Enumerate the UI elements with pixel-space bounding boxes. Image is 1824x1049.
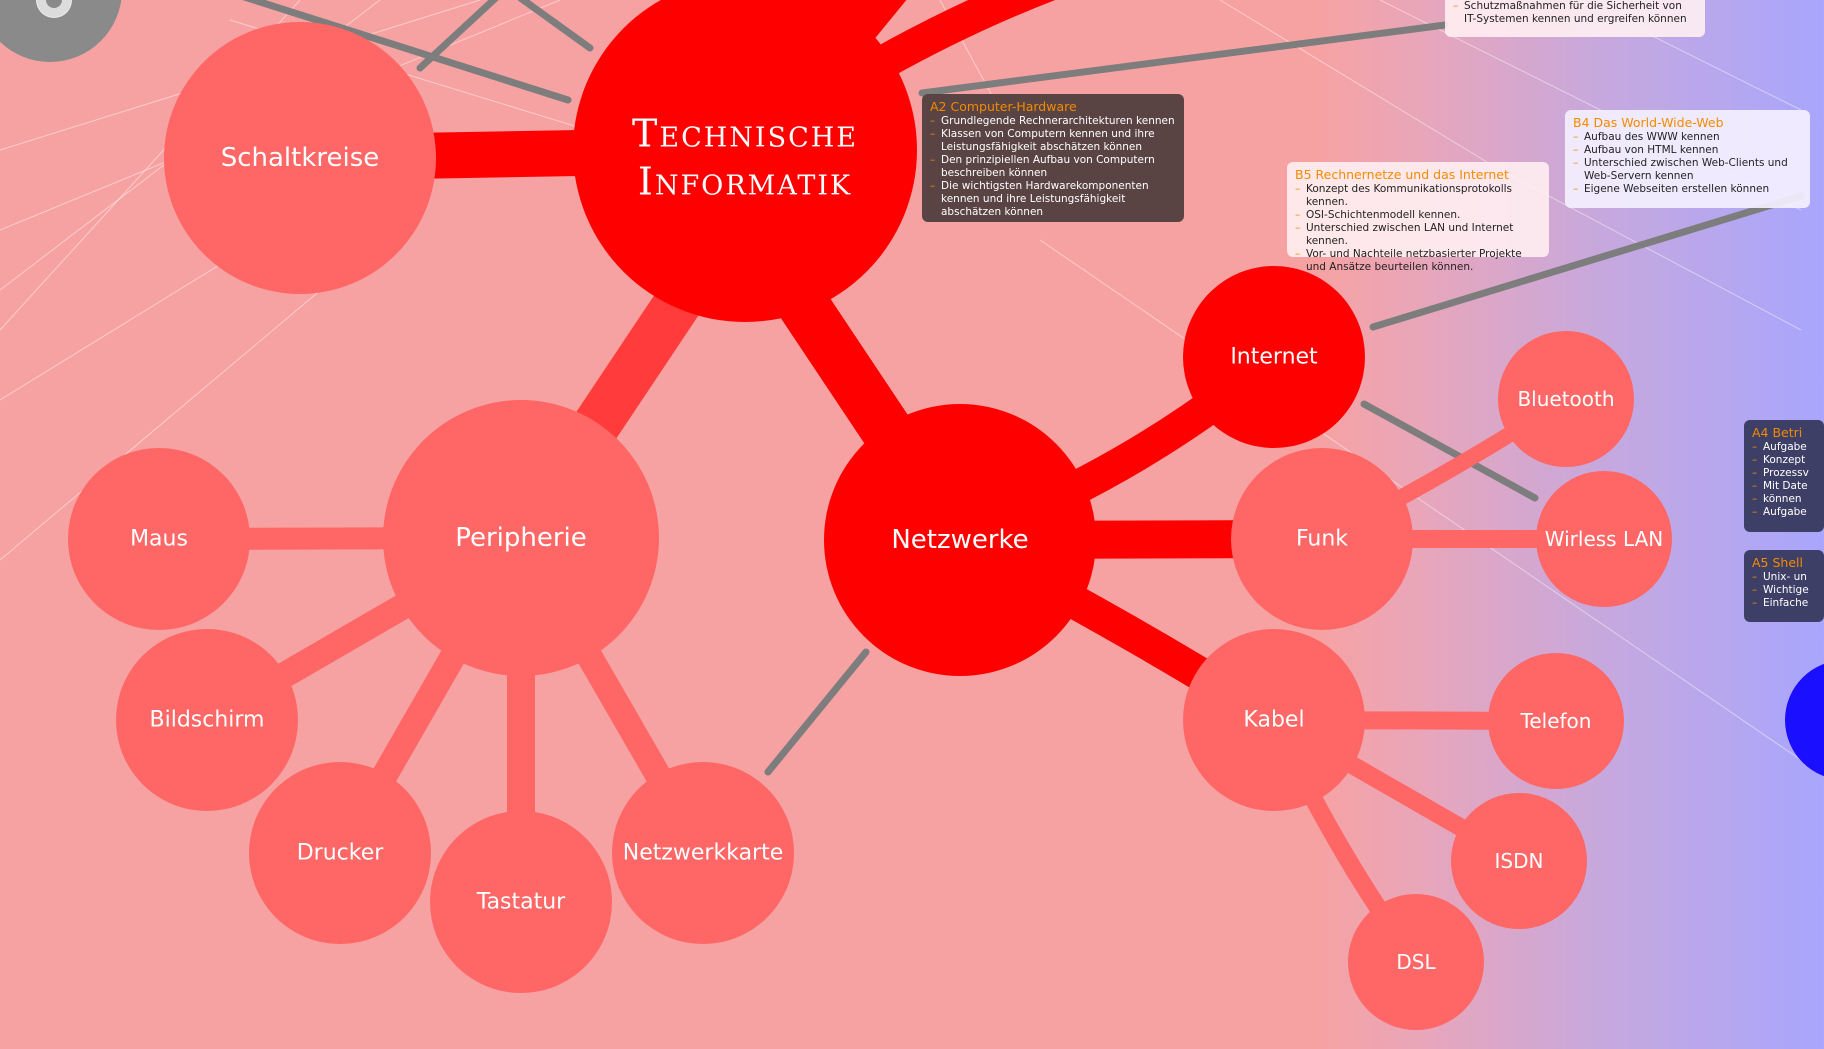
infobox-a5-item: Unix- un	[1752, 571, 1816, 584]
node-peripherie[interactable]	[383, 400, 659, 676]
node-bluetooth[interactable]	[1498, 331, 1634, 467]
infobox-top-item: Schutzmaßnahmen für die Sicherheit von I…	[1453, 0, 1697, 26]
infobox-top: Schutzmaßnahmen für die Sicherheit von I…	[1445, 0, 1705, 37]
infobox-b5-item: Unterschied zwischen LAN und Internet ke…	[1295, 222, 1541, 248]
node-telefon[interactable]	[1488, 653, 1624, 789]
infobox-a5-item: Einfache	[1752, 597, 1816, 610]
infobox-a4: A4 Betri Aufgabe Konzept Prozessv Mit Da…	[1744, 420, 1824, 532]
node-isdn[interactable]	[1451, 793, 1587, 929]
infobox-b4-item: Aufbau des WWW kennen	[1573, 131, 1802, 144]
infobox-b4: B4 Das World-Wide-Web Aufbau des WWW ken…	[1565, 110, 1810, 208]
node-dsl[interactable]	[1348, 894, 1484, 1030]
infobox-a4-item: Aufgabe	[1752, 441, 1816, 454]
infobox-b4-title: B4 Das World-Wide-Web	[1573, 115, 1724, 130]
infobox-b4-item: Aufbau von HTML kennen	[1573, 144, 1802, 157]
gear-icon-detail	[37, 0, 71, 17]
infobox-a4-title: A4 Betri	[1752, 425, 1803, 440]
mindmap-nodes	[68, 0, 1824, 1030]
infobox-a5-item: Wichtige	[1752, 584, 1816, 597]
infobox-b5-item: OSI-Schichtenmodell kennen.	[1295, 209, 1541, 222]
infobox-b4-list: Aufbau des WWW kennen Aufbau von HTML ke…	[1573, 131, 1802, 196]
infobox-b5: B5 Rechnernetze und das Internet Konzept…	[1287, 162, 1549, 273]
node-netzwerke[interactable]	[824, 404, 1096, 676]
infobox-a4-item: Aufgabe	[1752, 506, 1816, 519]
root-title: Technische Informatik	[632, 111, 858, 206]
node-wlan[interactable]	[1536, 471, 1672, 607]
infobox-a4-item: Mit Date	[1752, 480, 1816, 493]
infobox-b5-title: B5 Rechnernetze und das Internet	[1295, 167, 1509, 182]
node-root[interactable]	[573, 0, 917, 322]
infobox-a4-item: Konzept	[1752, 454, 1816, 467]
infobox-a4-item: Prozessv	[1752, 467, 1816, 480]
infobox-a2-title: A2 Computer-Hardware	[930, 99, 1077, 114]
node-kabel[interactable]	[1183, 629, 1365, 811]
node-drucker[interactable]	[249, 762, 431, 944]
root-title-line2: Informatik	[637, 159, 853, 203]
node-schaltkreise[interactable]	[164, 22, 436, 294]
root-title-line1: Technische	[632, 111, 858, 156]
infobox-top-list: Schutzmaßnahmen für die Sicherheit von I…	[1453, 0, 1697, 26]
infobox-a2-item: Grundlegende Rechnerarchitekturen kennen	[930, 115, 1176, 128]
infobox-a2-list: Grundlegende Rechnerarchitekturen kennen…	[930, 115, 1176, 219]
infobox-a2-item: Den prinzipiellen Aufbau von Computern b…	[930, 154, 1176, 180]
node-maus[interactable]	[68, 448, 250, 630]
node-funk[interactable]	[1231, 448, 1413, 630]
infobox-b5-list: Konzept des Kommunikationsprotokolls ken…	[1295, 183, 1541, 274]
node-offscreen-blue[interactable]	[1785, 660, 1824, 780]
infobox-a5-title: A5 Shell	[1752, 555, 1803, 570]
infobox-b5-item: Konzept des Kommunikationsprotokolls ken…	[1295, 183, 1541, 209]
connector-lines	[242, 0, 1805, 776]
infobox-b5-item: Vor- und Nachteile netzbasierter Projekt…	[1295, 248, 1541, 274]
infobox-a5-list: Unix- un Wichtige Einfache	[1752, 571, 1816, 610]
node-internet[interactable]	[1183, 266, 1365, 448]
node-netzwerkkarte[interactable]	[612, 762, 794, 944]
infobox-a4-item: können	[1752, 493, 1816, 506]
infobox-a4-list: Aufgabe Konzept Prozessv Mit Date können…	[1752, 441, 1816, 519]
infobox-a5: A5 Shell Unix- un Wichtige Einfache	[1744, 550, 1824, 622]
infobox-a2-item: Die wichtigsten Hardwarekomponenten kenn…	[930, 180, 1176, 219]
infobox-a2: A2 Computer-Hardware Grundlegende Rechne…	[922, 94, 1184, 222]
infobox-b4-item: Unterschied zwischen Web-Clients und Web…	[1573, 157, 1802, 183]
infobox-a2-item: Klassen von Computern kennen und ihre Le…	[930, 128, 1176, 154]
node-bildschirm[interactable]	[116, 629, 298, 811]
node-tastatur[interactable]	[430, 811, 612, 993]
infobox-b4-item: Eigene Webseiten erstellen können	[1573, 183, 1802, 196]
